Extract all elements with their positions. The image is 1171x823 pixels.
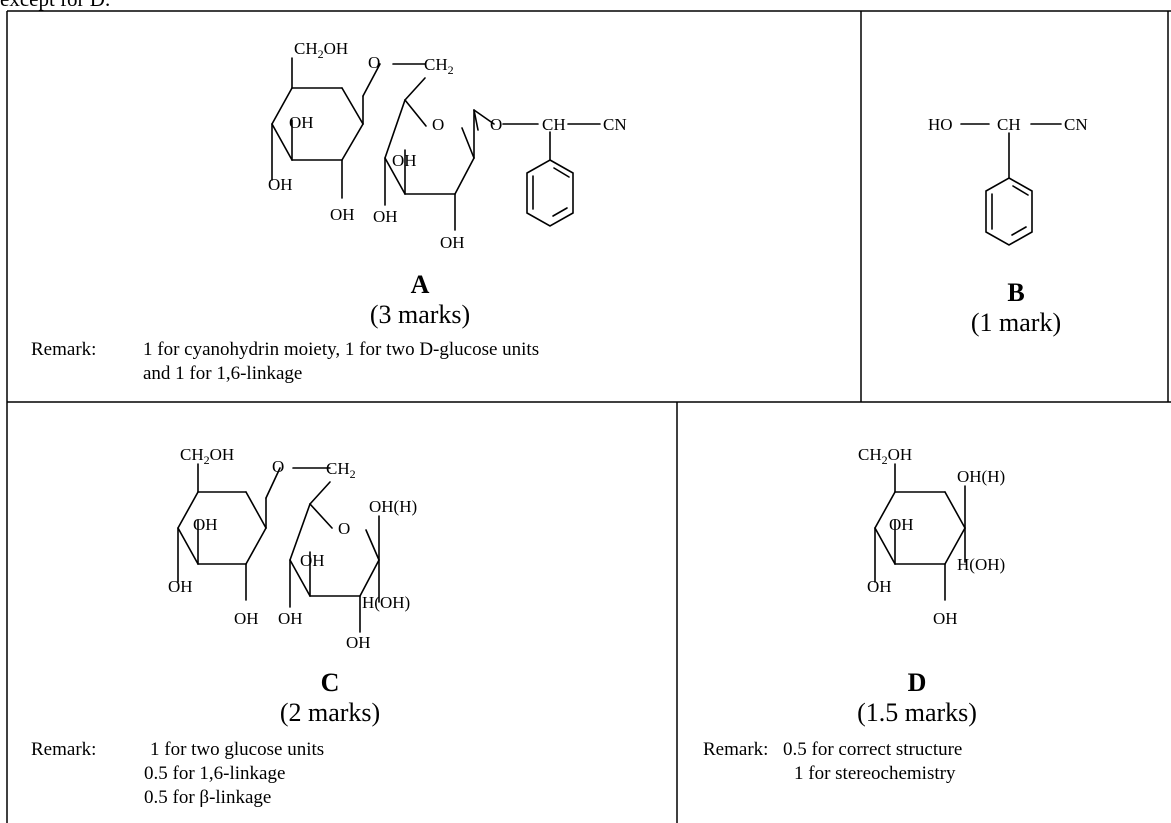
a-ring-o: O <box>432 115 444 134</box>
a-o-bridge: O <box>368 53 380 72</box>
caption-d: D (1.5 marks) <box>797 668 1037 728</box>
a-ch2oh-label: CH2OH <box>294 39 348 61</box>
remark-d-label: Remark: <box>703 739 769 760</box>
remark-a-line-2: and 1 for 1,6-linkage <box>143 363 303 384</box>
structure-c: CH2OH O CH2 O OH(H) H(OH) OH OH OH OH OH… <box>168 445 417 652</box>
cell-d: CH2OH OH(H) H(OH) OH OH OH D (1.5 marks)… <box>677 402 1171 823</box>
header-fragment: except for D. <box>0 0 110 12</box>
marks-b: (1 mark) <box>970 308 1062 337</box>
c-h-oh-label: H(OH) <box>362 593 410 612</box>
c-oh-6: OH <box>346 633 371 652</box>
d-h-oh-label: H(OH) <box>957 555 1005 574</box>
a-oh-4: OH <box>392 151 417 170</box>
a-oh-6: OH <box>440 233 465 252</box>
structure-a: CH2OH O CH2 O O CH CN OH OH OH OH OH OH <box>268 39 627 252</box>
cell-b: HO CH CN B (1 mark) <box>861 0 1168 402</box>
marks-c: (2 marks) <box>279 698 381 727</box>
b-ch-label: CH <box>997 115 1021 134</box>
d-oh-2: OH <box>867 577 892 596</box>
d-oh-1: OH <box>889 515 914 534</box>
a-cn-label: CN <box>603 115 627 134</box>
b-cn-label: CN <box>1064 115 1088 134</box>
remark-a: Remark: 1 for cyanohydrin moiety, 1 for … <box>31 338 851 398</box>
c-ring-o: O <box>338 519 350 538</box>
marks-a: (3 marks) <box>369 300 471 329</box>
remark-d-line-1: 0.5 for correct structure <box>783 739 963 760</box>
c-oh-5: OH <box>278 609 303 628</box>
c-ch2oh-label: CH2OH <box>180 445 234 467</box>
c-oh-2: OH <box>168 577 193 596</box>
a-ch-label: CH <box>542 115 566 134</box>
d-ch2oh-label: CH2OH <box>858 445 912 467</box>
a-oh-5: OH <box>373 207 398 226</box>
b-ho-label: HO <box>928 115 953 134</box>
c-ch2-label: CH2 <box>326 459 356 481</box>
c-oh-4: OH <box>300 551 325 570</box>
c-oh-1: OH <box>193 515 218 534</box>
a-oh-3: OH <box>330 205 355 224</box>
label-c: C <box>320 668 340 697</box>
c-oh-h-label: OH(H) <box>369 497 417 516</box>
d-oh-h-label: OH(H) <box>957 467 1005 486</box>
caption-b: B (1 mark) <box>901 278 1131 338</box>
label-b: B <box>1007 278 1025 307</box>
cell-a: CH2OH O CH2 O O CH CN OH OH OH OH OH OH … <box>0 0 861 402</box>
label-a: A <box>410 270 430 299</box>
cell-c: CH2OH O CH2 O OH(H) H(OH) OH OH OH OH OH… <box>0 402 677 823</box>
structure-d: CH2OH OH(H) H(OH) OH OH OH <box>858 445 1005 628</box>
c-oh-3: OH <box>234 609 259 628</box>
a-ch2-label: CH2 <box>424 55 454 77</box>
remark-c-line-2: 0.5 for 1,6-linkage <box>144 763 286 784</box>
remark-c: Remark: 1 for two glucose units 0.5 for … <box>31 738 671 818</box>
a-oh-2: OH <box>268 175 293 194</box>
remark-a-label: Remark: <box>31 339 97 360</box>
a-o-link: O <box>490 115 502 134</box>
remark-c-line-3: 0.5 for β-linkage <box>144 787 272 808</box>
caption-a: A (3 marks) <box>300 270 540 330</box>
remark-c-label: Remark: <box>31 739 97 760</box>
marks-d: (1.5 marks) <box>857 698 977 727</box>
remark-d: Remark: 0.5 for correct structure 1 for … <box>703 738 1163 798</box>
remark-d-line-2: 1 for stereochemistry <box>794 763 956 784</box>
d-oh-3: OH <box>933 609 958 628</box>
caption-c: C (2 marks) <box>220 668 440 728</box>
remark-c-line-1: 1 for two glucose units <box>150 739 325 760</box>
c-o-bridge: O <box>272 457 284 476</box>
label-d: D <box>907 668 927 697</box>
remark-a-line-1: 1 for cyanohydrin moiety, 1 for two D-gl… <box>143 339 540 360</box>
structure-b: HO CH CN <box>928 115 1088 246</box>
a-oh-1: OH <box>289 113 314 132</box>
